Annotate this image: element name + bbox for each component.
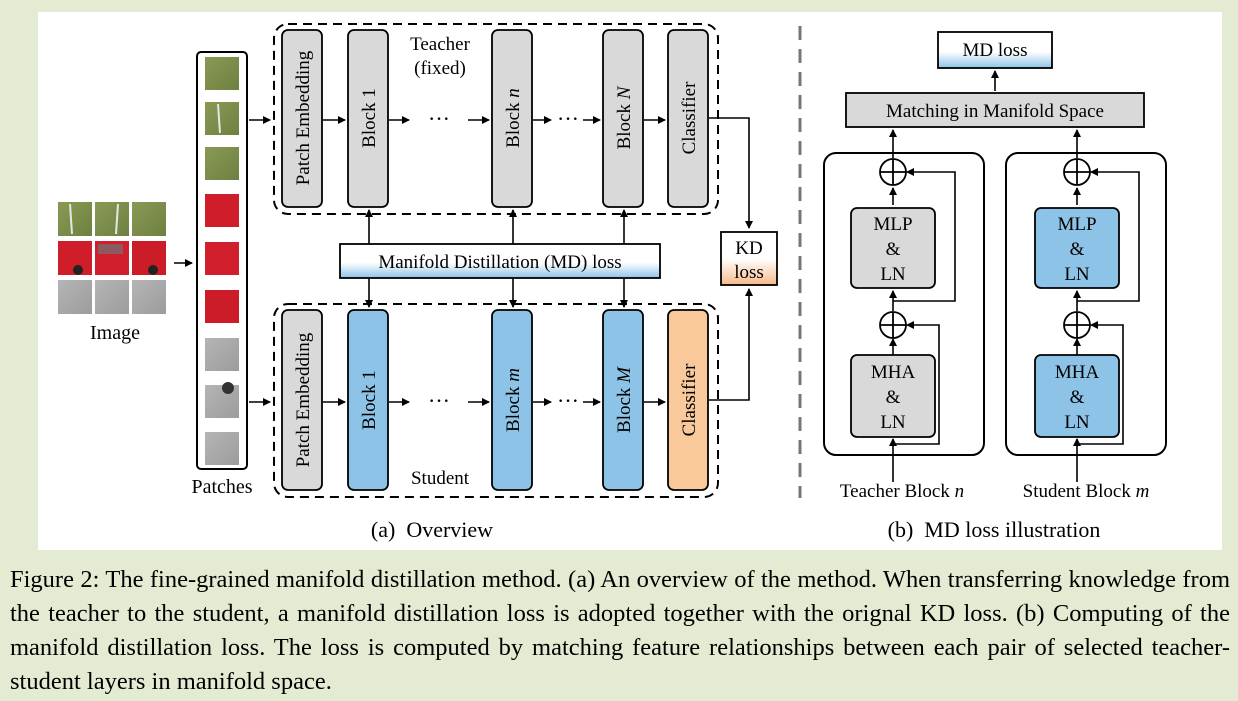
student-block-m [491, 309, 533, 491]
teacher-block-n [491, 29, 533, 208]
teacher-mlp-l2: & [886, 239, 901, 260]
student-classifier-label: Classifier [679, 363, 700, 436]
teacher-ellipsis-2: ··· [557, 106, 579, 131]
teacher-mha-l1: MHA [871, 362, 916, 383]
teacher-block-N [602, 29, 644, 208]
teacher-patch-embedding [281, 29, 323, 208]
overview-caption: (a) Overview [371, 517, 493, 542]
teacher-mha-l2: & [886, 387, 901, 408]
teacher-mlp-l3: LN [880, 264, 906, 285]
image-label: Image [90, 322, 140, 344]
teacher-block-N-label: Block N [614, 85, 635, 149]
student-label: Student [411, 468, 470, 489]
student-mlp-l3: LN [1064, 264, 1090, 285]
md-loss-top-box [937, 31, 1053, 69]
student-mha-l1: MHA [1055, 362, 1100, 383]
student-block-1 [347, 309, 389, 491]
student-block-M [602, 309, 644, 491]
teacher-block-1-label: Block 1 [359, 88, 380, 148]
kd-loss-line1: KD [735, 238, 762, 259]
teacher-classifier-to-kd [709, 117, 753, 229]
student-block-M-label: Block M [614, 366, 635, 433]
patches-label: Patches [191, 476, 252, 498]
teacher-mlp-box [850, 207, 936, 289]
teacher-block-1 [347, 29, 389, 208]
student-patch-embedding [281, 309, 323, 491]
teacher-sub-label: (fixed) [414, 58, 466, 79]
md-illustration-caption: (b) MD loss illustration [888, 517, 1101, 542]
student-patch-embedding-label: Patch Embedding [293, 332, 314, 467]
student-mlp-box [1034, 207, 1120, 289]
teacher-container [273, 23, 719, 215]
teacher-classifier-label: Classifier [679, 81, 700, 154]
kd-loss-box [720, 231, 778, 286]
student-ellipsis-2: ··· [557, 388, 579, 413]
teacher-ellipsis-1: ··· [428, 106, 450, 131]
student-block-1-label: Block 1 [359, 370, 380, 430]
teacher-block-internals [879, 129, 956, 482]
figure-caption: Figure 2: The fine-grained manifold dist… [10, 566, 1230, 695]
md-loss-box [339, 243, 661, 279]
student-block-internals [1063, 129, 1140, 482]
student-mha-l3: LN [1064, 412, 1090, 433]
teacher-label: Teacher [410, 34, 471, 55]
md-loss-label: Manifold Distillation (MD) loss [378, 252, 621, 273]
student-container [273, 303, 719, 498]
teacher-patch-embedding-label: Patch Embedding [293, 50, 314, 185]
teacher-mha-l3: LN [880, 412, 906, 433]
teacher-block-n-caption: Teacher Block n [840, 481, 964, 502]
input-image [58, 202, 166, 314]
student-mha-box [1034, 354, 1120, 438]
md-loss-top-label: MD loss [963, 40, 1028, 61]
matching-box [845, 92, 1145, 128]
student-ellipsis-1: ··· [428, 388, 450, 413]
figure-panel: Image Patches Teacher (fixed) Student Pa… [38, 12, 1222, 550]
student-mlp-l1: MLP [1057, 214, 1096, 235]
teacher-classifier [667, 29, 709, 208]
matching-label: Matching in Manifold Space [886, 101, 1104, 122]
student-mlp-l2: & [1070, 239, 1085, 260]
student-classifier [667, 309, 709, 491]
patches-strip [205, 57, 239, 465]
student-block-m-caption: Student Block m [1023, 481, 1150, 502]
kd-loss-line2: loss [734, 262, 764, 283]
teacher-mha-box [850, 354, 936, 438]
student-mha-l2: & [1070, 387, 1085, 408]
teacher-block-n-label: Block n [503, 88, 524, 148]
student-classifier-to-kd [709, 288, 753, 401]
student-block-m-label: Block m [503, 368, 524, 432]
teacher-mlp-l1: MLP [873, 214, 912, 235]
